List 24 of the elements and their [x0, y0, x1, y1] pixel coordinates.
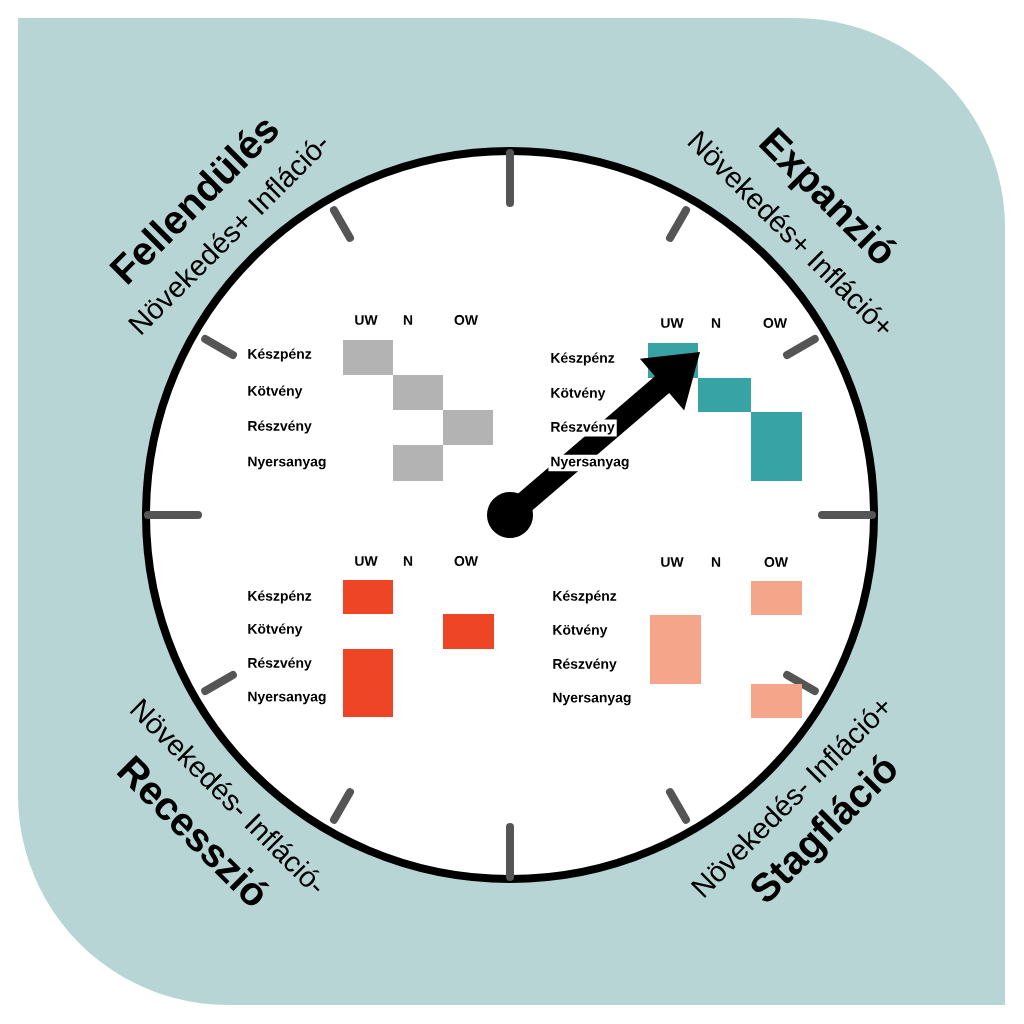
- column-header: UW: [661, 557, 684, 567]
- row-label: Kötvény: [245, 383, 305, 401]
- row-label: Részvény: [548, 419, 617, 437]
- column-header: N: [711, 557, 721, 567]
- row-label: Készpénz: [245, 588, 314, 606]
- row-label: Részvény: [245, 655, 314, 673]
- row-label: Kötvény: [550, 622, 610, 640]
- row-label: Kötvény: [548, 385, 608, 403]
- column-header: N: [403, 556, 413, 566]
- column-header: UW: [355, 556, 378, 566]
- row-label: Részvény: [550, 656, 619, 674]
- column-header: OW: [764, 557, 788, 567]
- column-header: UW: [355, 315, 378, 325]
- row-label: Készpénz: [548, 350, 617, 368]
- column-header: N: [711, 318, 721, 328]
- column-header: OW: [454, 315, 478, 325]
- column-header: OW: [454, 556, 478, 566]
- row-label: Részvény: [245, 418, 314, 436]
- column-header: N: [403, 315, 413, 325]
- row-label: Készpénz: [245, 346, 314, 364]
- column-header: UW: [661, 318, 684, 328]
- row-label: Készpénz: [550, 588, 619, 606]
- column-header: OW: [763, 318, 787, 328]
- row-label: Kötvény: [245, 621, 305, 639]
